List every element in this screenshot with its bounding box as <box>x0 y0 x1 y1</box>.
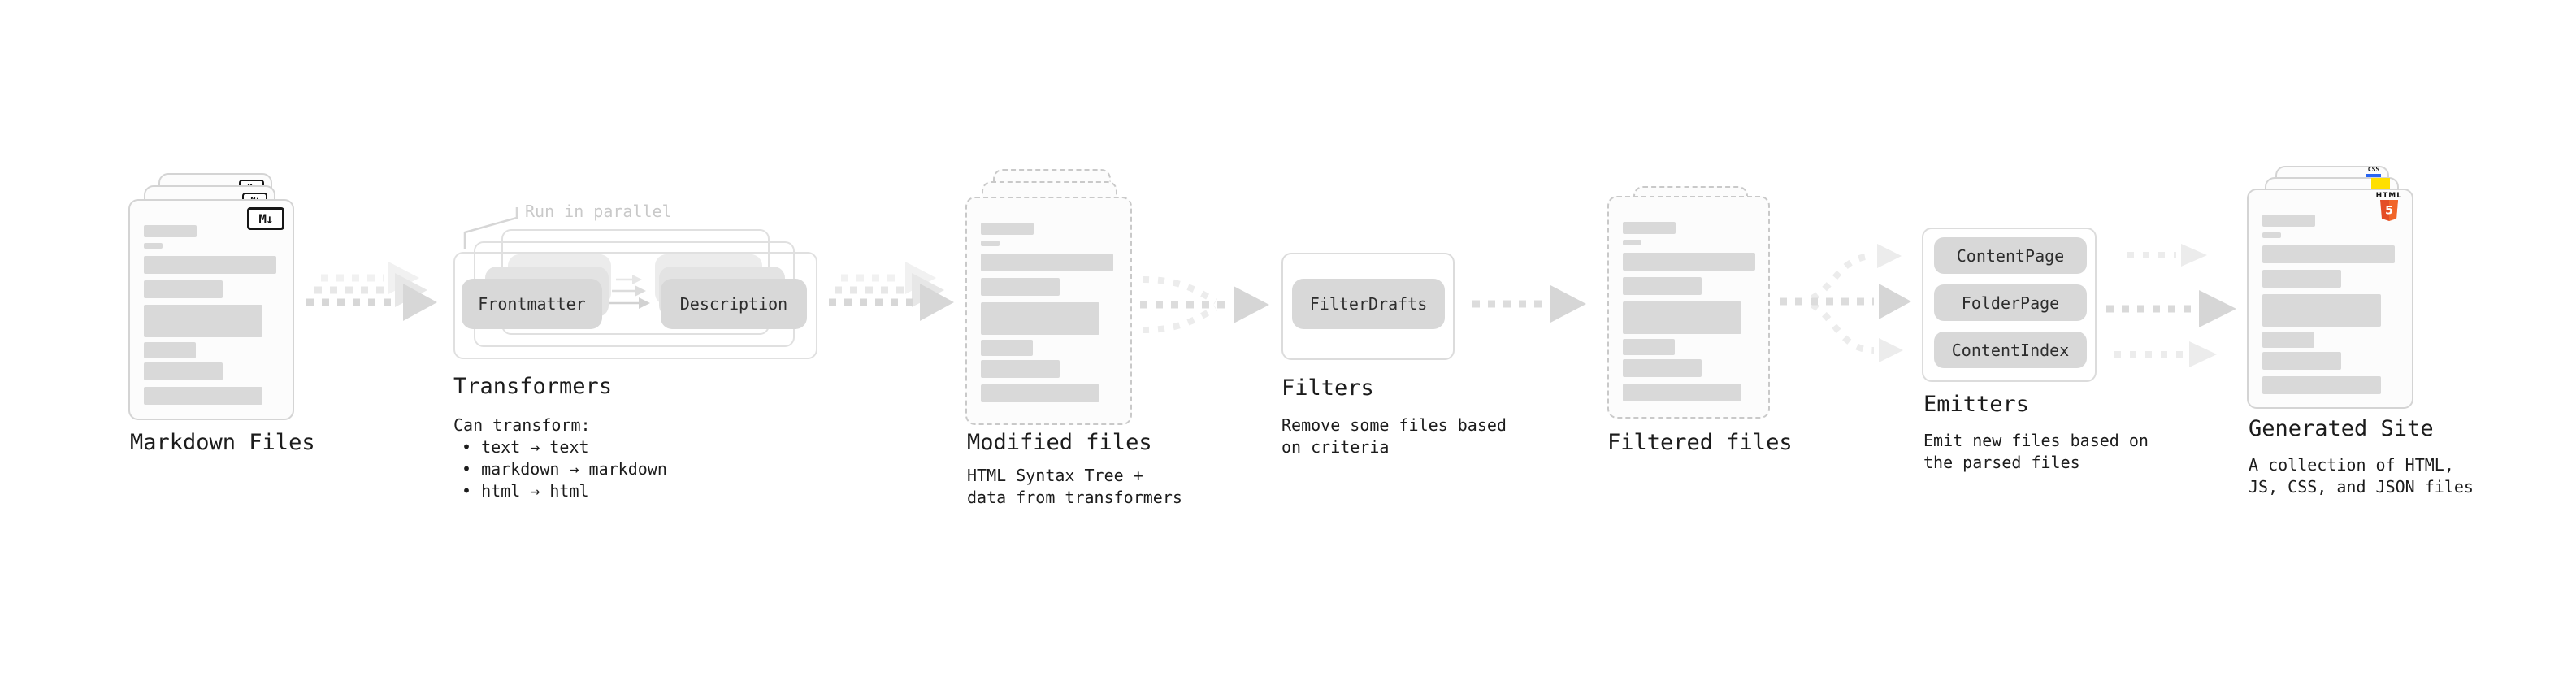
skeleton-line <box>981 278 1060 296</box>
skeleton-line <box>1623 301 1741 334</box>
skeleton-line <box>144 342 196 358</box>
transformers-bullet: • markdown → markdown <box>462 459 667 479</box>
modified-files-subtitle: data from transformers <box>967 488 1182 507</box>
arrow-transformers-to-modified <box>829 262 954 321</box>
skeleton-line <box>1623 240 1641 245</box>
generated-html-file-card: HTML 5 <box>2247 189 2413 409</box>
arrow-filtered-to-emitters <box>1780 244 1911 362</box>
filtered-files-heading: Filtered files <box>1607 430 1793 455</box>
skeleton-line <box>144 387 262 405</box>
contentindex-step: ContentIndex <box>1934 332 2087 368</box>
modified-files-heading: Modified files <box>967 430 1152 455</box>
arrow-emitters-to-generated <box>2106 244 2236 367</box>
transformers-body-title: Can transform: <box>453 415 591 435</box>
skeleton-line <box>2262 332 2314 348</box>
skeleton-line <box>144 280 223 298</box>
skeleton-line <box>2262 270 2341 288</box>
skeleton-line <box>981 360 1060 378</box>
html5-icon: HTML 5 <box>2376 193 2402 222</box>
skeleton-line <box>2262 294 2381 327</box>
emitters-subtitle: Emit new files based on <box>1923 431 2149 450</box>
transformers-heading: Transformers <box>453 374 613 399</box>
filters-subtitle: Remove some files based <box>1281 415 1507 435</box>
emitters-heading: Emitters <box>1923 392 2030 417</box>
markdown-file-card-front: M↓ <box>128 199 294 420</box>
css-label: CSS <box>2367 166 2380 173</box>
emitters-subtitle: the parsed files <box>1923 453 2080 472</box>
skeleton-line <box>2262 215 2315 227</box>
markdown-icon: M↓ <box>247 207 284 230</box>
generated-site-heading: Generated Site <box>2249 416 2434 441</box>
skeleton-line <box>2262 245 2395 263</box>
arrow-markdown-to-transformers <box>306 262 437 321</box>
transformer-box-front <box>453 252 817 359</box>
skeleton-line <box>981 241 1000 246</box>
skeleton-line <box>144 305 262 337</box>
skeleton-line <box>2262 232 2281 238</box>
arrow-filters-to-filtered <box>1472 285 1586 323</box>
skeleton-line <box>144 225 197 237</box>
css-file-icon: CSS <box>2366 167 2381 177</box>
arrow-modified-to-filters <box>1140 276 1269 333</box>
contentpage-step: ContentPage <box>1934 237 2087 274</box>
svg-text:5: 5 <box>2385 205 2393 218</box>
css-blue-bar <box>2366 174 2381 177</box>
skeleton-line <box>144 256 276 274</box>
skeleton-line <box>144 243 163 249</box>
frontmatter-step: Frontmatter <box>462 279 602 329</box>
filterdrafts-step: FilterDrafts <box>1292 279 1445 329</box>
html5-shield: 5 <box>2379 200 2398 221</box>
skeleton-line <box>981 223 1034 235</box>
filters-heading: Filters <box>1281 375 1374 401</box>
filtered-file-card-front <box>1607 196 1770 419</box>
skeleton-line <box>144 362 223 380</box>
skeleton-line <box>2262 352 2341 370</box>
skeleton-line <box>981 340 1033 356</box>
skeleton-line <box>981 302 1099 335</box>
skeleton-line <box>1623 339 1675 355</box>
generated-site-subtitle: A collection of HTML, <box>2249 455 2454 475</box>
modified-file-card-front <box>965 197 1132 425</box>
generated-site-subtitle: JS, CSS, and JSON files <box>2249 477 2474 497</box>
skeleton-line <box>1623 384 1741 401</box>
transformers-bullet: • text → text <box>462 437 589 457</box>
skeleton-line <box>1623 277 1702 295</box>
skeleton-line <box>1623 359 1702 377</box>
markdown-files-label: Markdown Files <box>130 430 315 455</box>
skeleton-line <box>1623 253 1755 271</box>
description-step: Description <box>661 279 807 329</box>
transformers-bullet: • html → html <box>462 481 589 501</box>
run-in-parallel-note: Run in parallel <box>525 202 672 221</box>
html5-label: HTML <box>2375 192 2402 200</box>
modified-files-subtitle: HTML Syntax Tree + <box>967 466 1143 485</box>
skeleton-line <box>981 254 1113 271</box>
folderpage-step: FolderPage <box>1934 284 2087 321</box>
skeleton-line <box>981 384 1099 402</box>
js-file-icon <box>2371 178 2390 189</box>
skeleton-line <box>1623 222 1676 234</box>
skeleton-line <box>2262 376 2381 394</box>
filters-subtitle: on criteria <box>1281 437 1390 457</box>
